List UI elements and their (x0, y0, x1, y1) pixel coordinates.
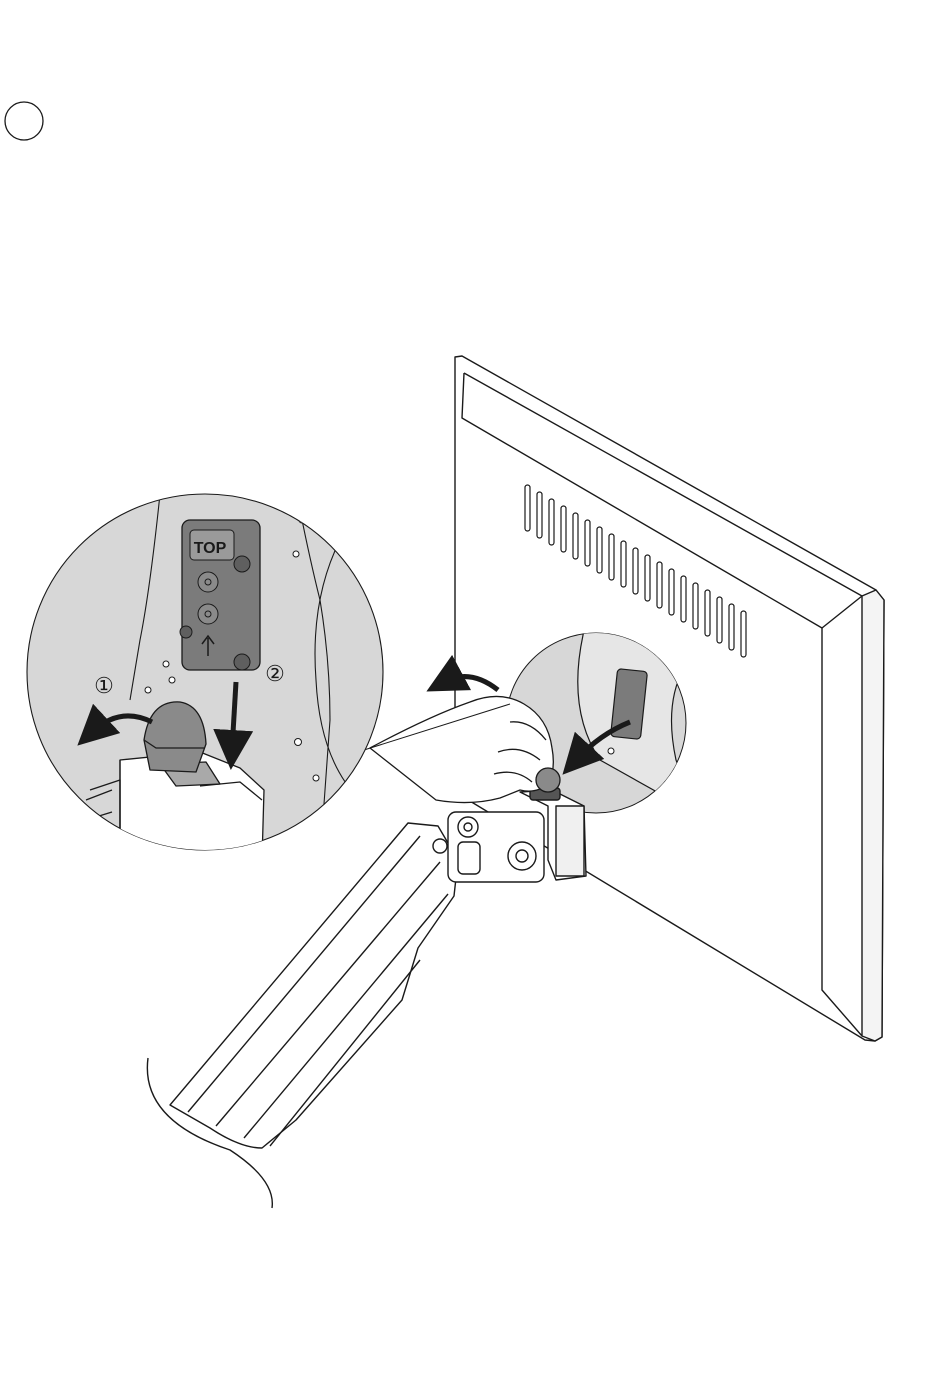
arm-upper-body (170, 823, 458, 1148)
hand (370, 696, 560, 802)
callout-step-2: ② (265, 661, 285, 686)
arm-joint-bolt (433, 839, 447, 853)
monitor-arm (147, 788, 586, 1208)
lever-knob (536, 768, 560, 792)
plate-top-label: TOP (194, 540, 227, 557)
step-badge (5, 102, 43, 140)
mount-plate: TOP (180, 520, 260, 670)
monitor-side-edge (862, 590, 884, 1041)
step-badge-circle (5, 102, 43, 140)
callout-step-1: ① (94, 673, 114, 698)
detail-magnifier-large: TOP (27, 494, 383, 860)
